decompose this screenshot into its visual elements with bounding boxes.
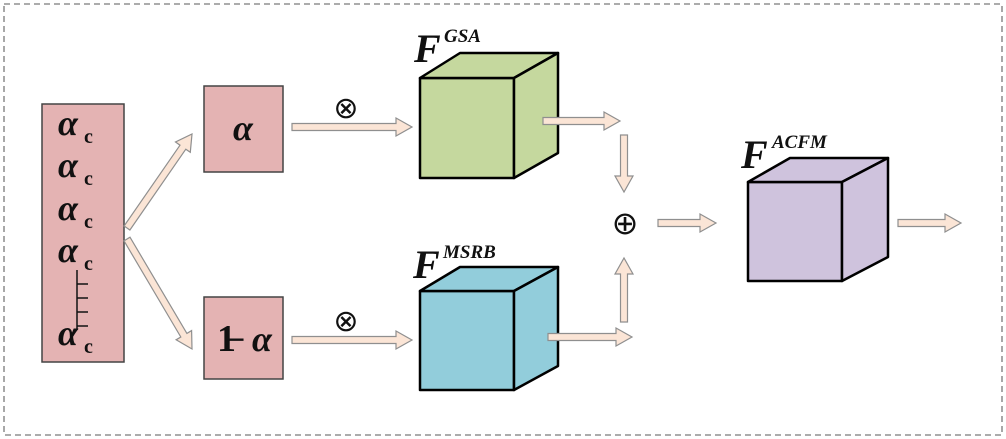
subscript-c: c: [84, 253, 93, 275]
msrb-cube-front: [418, 289, 516, 392]
msrb-cube: [418, 265, 560, 392]
arrows-layer: [123, 110, 963, 351]
alpha-symbol: α: [58, 230, 79, 270]
alpha-symbol: α: [58, 103, 79, 143]
alpha-symbol: α: [58, 313, 79, 353]
alpha-symbol: α: [58, 188, 79, 228]
alpha-symbol: α: [58, 145, 79, 185]
gsa-cube-front: [418, 76, 516, 180]
input-stack-item-5: α c: [58, 313, 93, 358]
arrow-one-minus-to-msrb: [291, 329, 414, 351]
multiply-operator-top: ⊗: [333, 91, 358, 126]
gsa-cube-side: [512, 51, 560, 180]
dashed-frame: [3, 3, 1003, 436]
minus-label: −: [226, 322, 245, 359]
gsa-label-base: F: [413, 26, 441, 71]
one-label: 1: [217, 318, 236, 360]
input-stack-box: [41, 103, 125, 363]
arrow-input-to-one-minus: [123, 236, 193, 351]
subscript-c: c: [84, 211, 93, 233]
ellipsis-ladder: [76, 270, 88, 330]
arrow-msrb-out: [547, 326, 634, 348]
arrow-down-to-add: [613, 134, 635, 194]
arrow-up-to-add: [613, 256, 635, 323]
gsa-label-superscript: GSA: [444, 26, 481, 47]
acfm-label-base: F: [740, 132, 768, 177]
input-stack-item-3: α c: [58, 188, 93, 233]
arrow-alpha-to-gsa: [291, 116, 414, 138]
subscript-c: c: [84, 168, 93, 190]
input-stack-item-4: α c: [58, 230, 93, 275]
arrow-acfm-out: [897, 212, 963, 234]
subscript-c: c: [84, 336, 93, 358]
multiply-operator-bottom: ⊗: [333, 304, 358, 339]
msrb-label-superscript: MSRB: [442, 242, 496, 263]
alpha-box: α: [203, 85, 284, 173]
input-stack-item-2: α c: [58, 145, 93, 190]
alpha-label: α: [252, 319, 273, 359]
acfm-label: F ACFM: [740, 132, 828, 177]
arrow-gsa-out: [542, 110, 622, 132]
msrb-label-base: F: [412, 242, 440, 287]
msrb-cube-side: [512, 265, 560, 392]
subscript-c: c: [84, 126, 93, 148]
arrow-add-to-acfm: [657, 212, 718, 234]
gsa-cube: [418, 51, 560, 180]
acfm-cube-front: [746, 180, 844, 283]
gsa-label: F GSA: [413, 26, 481, 71]
arrow-input-to-alpha: [123, 132, 193, 231]
alpha-label: α: [233, 108, 254, 148]
add-operator: ⊕: [612, 204, 639, 242]
input-stack-item-1: α c: [58, 103, 93, 148]
acfm-cube-side: [840, 156, 890, 283]
one-minus-alpha-box: 1 − α: [203, 296, 284, 380]
msrb-label: F MSRB: [412, 242, 496, 287]
acfm-cube: [746, 156, 890, 283]
acfm-label-superscript: ACFM: [771, 132, 828, 153]
input-stack: α c α c α c α c α c: [41, 103, 125, 363]
